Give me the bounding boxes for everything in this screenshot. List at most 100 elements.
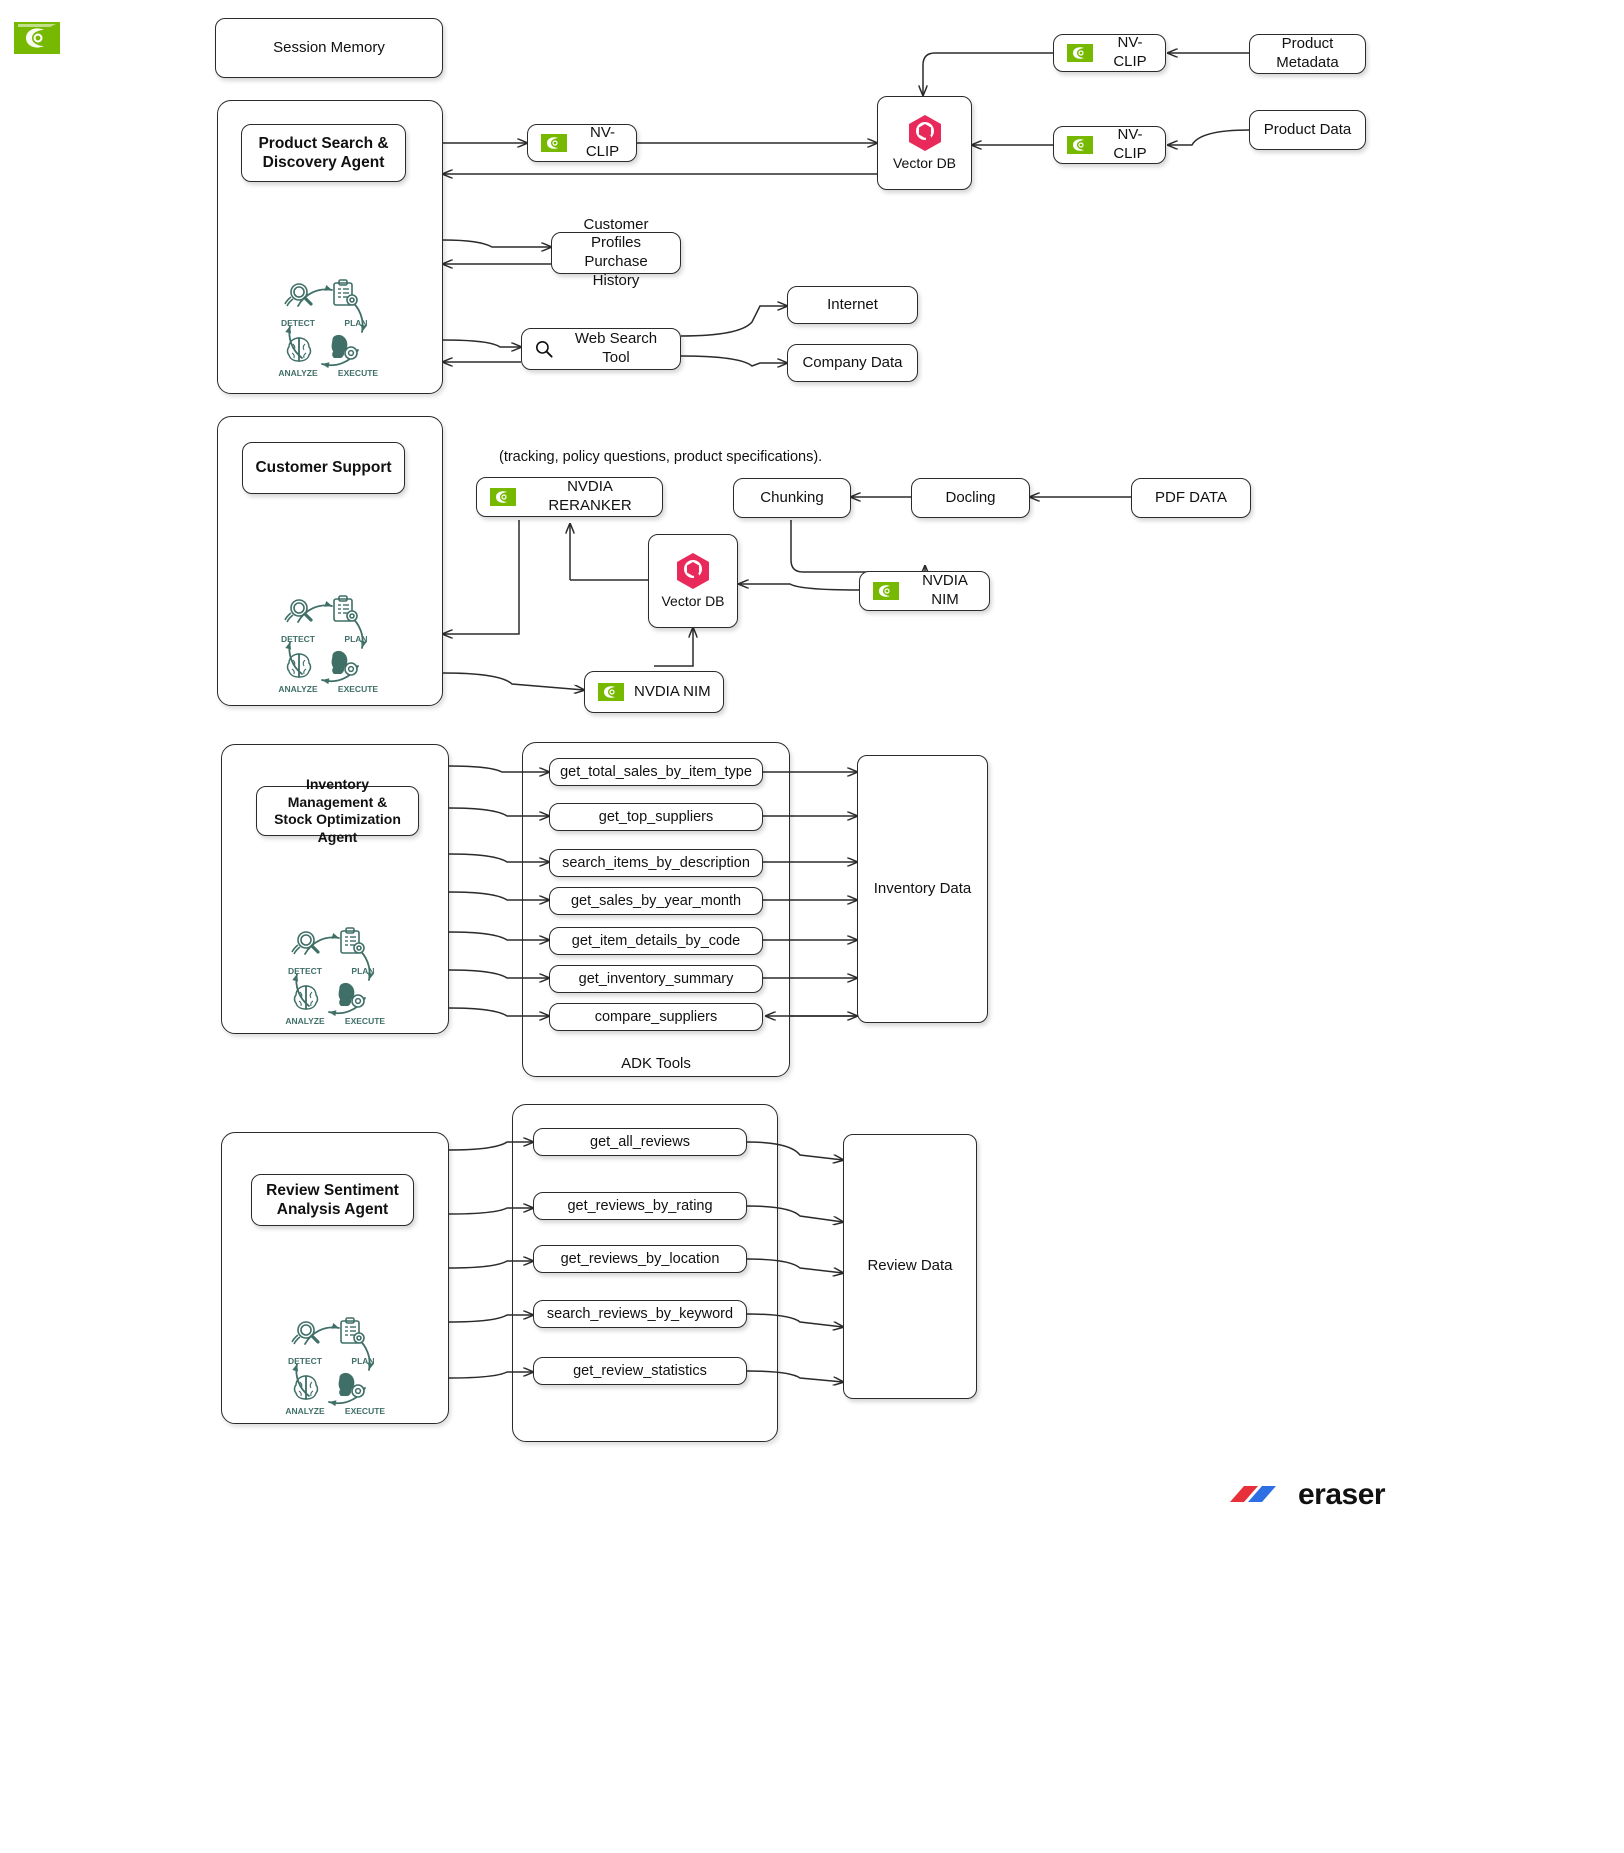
docling-box[interactable]: Docling — [911, 478, 1030, 518]
review-title-line2: Analysis Agent — [276, 1201, 389, 1218]
support-caption: (tracking, policy questions, product spe… — [499, 449, 823, 465]
nvclip-mid-label: NV-CLIP — [1113, 126, 1147, 162]
adk-tools-group-label: ADK Tools — [621, 1055, 691, 1072]
svg-text:EXECUTE: EXECUTE — [338, 684, 378, 694]
nvclip-box-top[interactable]: NV-CLIP — [1053, 34, 1166, 72]
web-search-tool-box[interactable]: Web Search Tool — [521, 328, 681, 370]
nvidia-reranker-box[interactable]: NVDIA RERANKER — [476, 477, 663, 517]
product-search-agent-group — [217, 100, 443, 394]
tool-label: get_total_sales_by_item_type — [560, 763, 752, 780]
vector-db-product-label: Vector DB — [892, 155, 957, 172]
review-agent-group — [221, 1132, 449, 1424]
agent-loop-icon-support: DETECT PLAN ANALYZE EXECUTE — [268, 588, 383, 700]
vector-db-box-product[interactable]: Vector DB — [877, 96, 972, 190]
vector-db-support-label: Vector DB — [661, 593, 725, 610]
svg-text:DETECT: DETECT — [288, 966, 323, 976]
svg-text:EXECUTE: EXECUTE — [345, 1406, 385, 1416]
tool-label: get_sales_by_year_month — [570, 892, 742, 909]
customer-support-title-box[interactable]: Customer Support — [242, 442, 405, 494]
product-data-label: Product Data — [1263, 120, 1352, 138]
nvidia-eye-icon — [541, 134, 567, 152]
vectordb-hex-icon — [677, 553, 709, 590]
svg-text:DETECT: DETECT — [281, 634, 316, 644]
customer-profiles-box[interactable]: Customer Profiles Purchase History — [551, 216, 681, 289]
internet-label: Internet — [827, 295, 878, 313]
tool-label: get_reviews_by_rating — [567, 1197, 713, 1214]
internet-box[interactable]: Internet — [787, 286, 918, 324]
session-memory-box[interactable]: Session Memory — [215, 18, 443, 78]
company-data-box[interactable]: Company Data — [787, 344, 918, 382]
search-icon — [535, 340, 553, 358]
tool-get-reviews-by-rating[interactable]: get_reviews_by_rating — [533, 1192, 747, 1220]
pdf-data-label: PDF DATA — [1155, 488, 1227, 506]
svg-text:DETECT: DETECT — [288, 1356, 323, 1366]
tool-search-reviews-by-keyword[interactable]: search_reviews_by_keyword — [533, 1300, 747, 1328]
tool-get-sales-by-year-month[interactable]: get_sales_by_year_month — [549, 887, 763, 915]
nvidia-eye-icon — [873, 582, 899, 600]
adk-tools-group — [522, 742, 790, 1077]
tool-get-all-reviews[interactable]: get_all_reviews — [533, 1128, 747, 1156]
product-metadata-box[interactable]: Product Metadata — [1249, 34, 1366, 74]
nvidia-nim-box-bottom[interactable]: NVDIA NIM — [584, 671, 724, 713]
svg-text:ANALYZE: ANALYZE — [285, 1016, 325, 1026]
inventory-title-line2: Stock Optimization Agent — [274, 811, 401, 845]
session-memory-label: Session Memory — [273, 38, 385, 56]
svg-text:ANALYZE: ANALYZE — [278, 684, 318, 694]
company-data-label: Company Data — [802, 353, 903, 371]
svg-text:PLAN: PLAN — [344, 318, 367, 328]
product-metadata-label: Product Metadata — [1276, 35, 1339, 71]
customer-support-label: Customer Support — [255, 459, 392, 477]
tool-get-reviews-by-location[interactable]: get_reviews_by_location — [533, 1245, 747, 1273]
svg-text:ANALYZE: ANALYZE — [278, 368, 318, 378]
nvidia-nim-box-right[interactable]: NVDIA NIM — [859, 571, 990, 611]
nvclip-top-label: NV-CLIP — [1113, 34, 1147, 70]
inventory-agent-group — [221, 744, 449, 1034]
eraser-wordmark: eraser — [1298, 1478, 1386, 1511]
inventory-data-label: Inventory Data — [873, 879, 972, 897]
docling-label: Docling — [945, 488, 996, 506]
inventory-title-line1: Inventory Management & — [287, 776, 388, 810]
tool-compare-suppliers[interactable]: compare_suppliers — [549, 1003, 763, 1031]
web-search-tool-label: Web Search Tool — [574, 330, 658, 366]
nvidia-eye-icon — [490, 488, 516, 506]
nvclip-left-label: NV-CLIP — [585, 124, 620, 160]
svg-text:PLAN: PLAN — [344, 634, 367, 644]
inventory-agent-title-box[interactable]: Inventory Management & Stock Optimizatio… — [256, 776, 419, 845]
agent-title-line1: Product Search & — [258, 134, 389, 152]
product-data-box[interactable]: Product Data — [1249, 110, 1366, 150]
tool-get-total-sales-by-item-type[interactable]: get_total_sales_by_item_type — [549, 758, 763, 786]
svg-text:PLAN: PLAN — [351, 966, 374, 976]
customer-profiles-line1: Customer Profiles — [583, 215, 649, 252]
inventory-data-store[interactable]: Inventory Data — [857, 755, 988, 1023]
tool-get-item-details-by-code[interactable]: get_item_details_by_code — [549, 927, 763, 955]
tool-label: get_reviews_by_location — [560, 1250, 720, 1267]
pdf-data-box[interactable]: PDF DATA — [1131, 478, 1251, 518]
svg-text:EXECUTE: EXECUTE — [338, 368, 378, 378]
review-data-store[interactable]: Review Data — [843, 1134, 977, 1399]
review-title-line1: Review Sentiment — [266, 1181, 399, 1199]
nvidia-nim-bottom-label: NVDIA NIM — [634, 682, 711, 700]
nvidia-eye-icon — [1067, 136, 1093, 154]
svg-text:PLAN: PLAN — [351, 1356, 374, 1366]
nvclip-box-left[interactable]: NV-CLIP — [527, 124, 637, 162]
chunking-box[interactable]: Chunking — [733, 478, 851, 518]
tool-search-items-by-description[interactable]: search_items_by_description — [549, 849, 763, 877]
review-agent-title-box[interactable]: Review Sentiment Analysis Agent — [251, 1174, 414, 1226]
tool-get-inventory-summary[interactable]: get_inventory_summary — [549, 965, 763, 993]
review-data-label: Review Data — [867, 1257, 953, 1275]
tool-get-top-suppliers[interactable]: get_top_suppliers — [549, 803, 763, 831]
tool-get-review-statistics[interactable]: get_review_statistics — [533, 1357, 747, 1385]
tool-label: compare_suppliers — [594, 1008, 718, 1025]
nvidia-eye-logo — [10, 18, 64, 61]
nvidia-reranker-label: NVDIA RERANKER — [548, 478, 632, 514]
tool-label: get_all_reviews — [590, 1133, 690, 1150]
nvclip-box-mid[interactable]: NV-CLIP — [1053, 126, 1166, 164]
vector-db-box-support[interactable]: Vector DB — [648, 534, 738, 628]
customer-support-agent-group — [217, 416, 443, 706]
product-search-agent-title-box[interactable]: Product Search & Discovery Agent — [241, 124, 406, 182]
tool-label: get_top_suppliers — [598, 808, 714, 825]
